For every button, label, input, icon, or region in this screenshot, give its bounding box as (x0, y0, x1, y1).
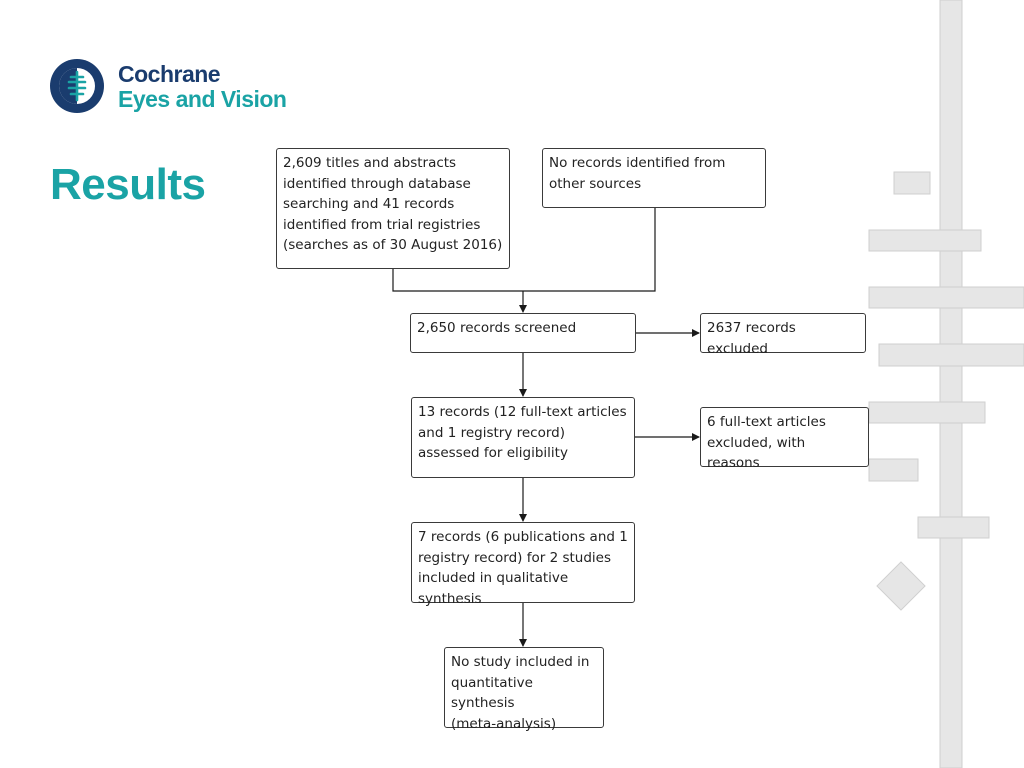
brand-name-line2: Eyes and Vision (118, 86, 287, 112)
box-records-screened: 2,650 records screened (410, 313, 636, 353)
connector-other-merge (523, 208, 656, 292)
box-qualitative-synthesis: 7 records (6 publications and 1 registry… (411, 522, 635, 607)
box-quantitative-synthesis: No study included in quantitative synthe… (444, 647, 604, 732)
cochrane-logo-icon (50, 59, 104, 113)
brand-name-line1: Cochrane (118, 61, 221, 87)
slide-title: Results (50, 160, 206, 209)
box-identified-database: 2,609 titles and abstracts identified th… (276, 148, 510, 269)
box-assessed-eligibility: 13 records (12 full-text articles and 1 … (411, 397, 635, 478)
box-identified-other-sources: No records identified from other sources (542, 148, 766, 208)
connector-db-merge (392, 269, 523, 292)
box-records-excluded: 2637 records excluded (700, 313, 866, 357)
box-fulltext-excluded: 6 full-text articles excluded, with reas… (700, 407, 869, 471)
brand-name: Cochrane Eyes and Vision (118, 61, 287, 112)
